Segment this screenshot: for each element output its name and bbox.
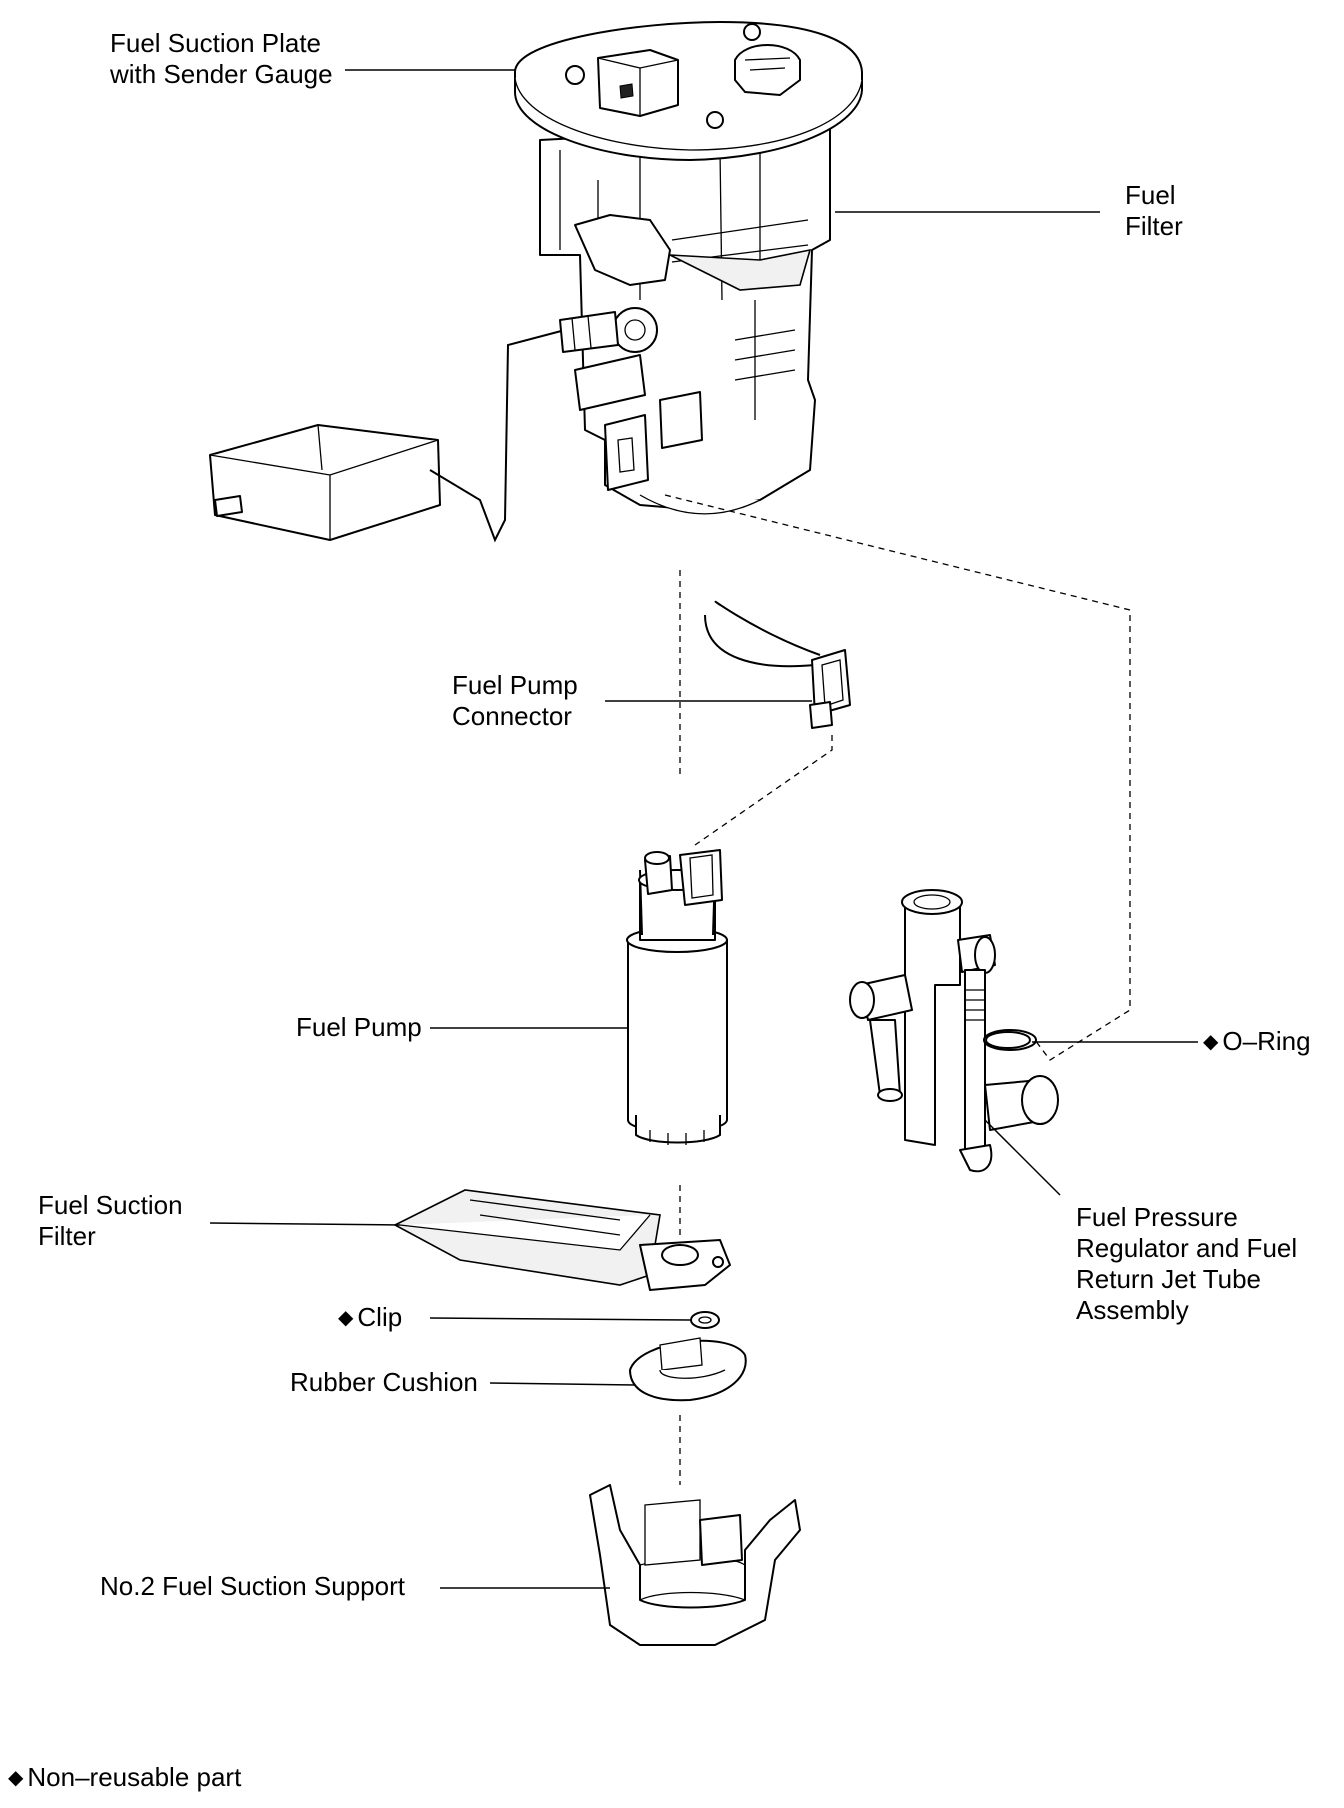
suction-support-part — [589, 1484, 801, 1646]
guide-dash-1 — [664, 494, 1131, 1061]
label-rubber-cushion: Rubber Cushion — [290, 1367, 478, 1397]
pressure-regulator-part — [849, 889, 1059, 1173]
leader-regulator — [984, 1119, 1061, 1196]
sender-gauge-float — [209, 329, 566, 543]
rubber-cushion-part — [629, 1337, 747, 1402]
diamond-icon: ◆ — [1203, 1031, 1219, 1053]
label-clip: ◆Clip — [338, 1302, 403, 1332]
clip-part — [690, 1311, 720, 1329]
fuel-suction-filter-part — [393, 1189, 731, 1291]
label-pressure-regulator: Fuel Pressure Regulator and Fuel Return … — [1076, 1202, 1298, 1325]
fuel-pump-connector-part — [704, 600, 851, 729]
label-o-ring: ◆O–Ring — [1203, 1026, 1311, 1056]
diamond-icon: ◆ — [8, 1767, 24, 1789]
leader-suction-filter — [209, 1222, 401, 1226]
label-fuel-pump-connector: Fuel Pump Connector — [452, 670, 578, 731]
guide-dash-3 — [694, 735, 833, 846]
label-fuel-suction-filter: Fuel Suction Filter — [38, 1190, 183, 1251]
fuel-filter-housing — [539, 124, 831, 515]
leader-rubber-cushion — [489, 1382, 636, 1386]
o-ring-part — [985, 1031, 1031, 1049]
leader-clip — [429, 1317, 691, 1321]
label-no2-fuel-suction-support: No.2 Fuel Suction Support — [100, 1571, 405, 1601]
fuel-suction-plate — [514, 21, 863, 161]
label-fuel-pump: Fuel Pump — [296, 1012, 422, 1042]
fuel-pump-part — [626, 849, 728, 1145]
label-fuel-filter: Fuel Filter — [1125, 180, 1183, 241]
legend-non-reusable: ◆Non–reusable part — [8, 1762, 242, 1792]
label-fuel-suction-plate: Fuel Suction Plate with Sender Gauge — [110, 28, 333, 89]
diamond-icon: ◆ — [338, 1307, 354, 1329]
